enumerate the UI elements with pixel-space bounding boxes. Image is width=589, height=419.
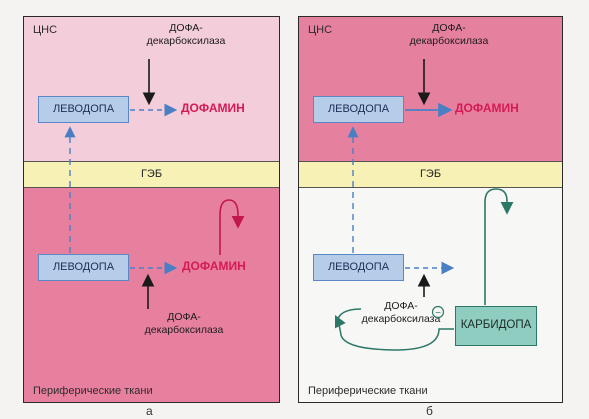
bbb-label: ГЭБ [140,168,163,180]
levodopa-box-top: ЛЕВОДОПА [38,96,129,123]
dopa-decarboxylase-label-bottom: ДОФА- декарбоксилаза [129,311,239,337]
blood-brain-barrier: ГЭБ [24,161,279,188]
enzyme-text: ДОФА- декарбоксилаза [144,311,224,336]
carbidopa-no-bbb-arrow [484,188,514,305]
panel-b: ГЭБ ЦНС ДОФА- декарбоксилаза ЛЕВОДОПА ДО… [298,16,563,403]
carbidopa-inhibition-arrow [334,314,454,351]
panel-letter-b: б [426,404,433,418]
dopamine-blocked-arrow [219,199,245,255]
cns-label: ЦНС [308,24,333,36]
peripheral-label: Периферические ткани [308,385,428,397]
levodopa-box-top: ЛЕВОДОПА [313,96,404,123]
peripheral-zone [299,188,562,402]
bbb-label: ГЭБ [419,168,442,180]
dopamine-label-top: ДОФАМИН [455,101,519,115]
blood-brain-barrier: ГЭБ [299,161,562,188]
inhibition-loop [336,308,362,323]
inhibition-sign-circle [431,305,445,319]
dopa-decarboxylase-label-top: ДОФА- декарбоксилаза [131,22,241,48]
panel-b-arrows: − [334,59,514,351]
enzyme-text: ДОФА- декарбоксилаза [146,22,226,47]
cns-zone [299,17,562,161]
cns-label: ЦНС [33,24,58,36]
dopa-decarboxylase-label-bottom: ДОФА- декарбоксилаза [361,300,441,326]
levodopa-box-bottom: ЛЕВОДОПА [38,254,129,281]
dopa-decarboxylase-label-top: ДОФА- декарбоксилаза [394,22,504,48]
dopamine-label-top: ДОФАМИН [181,101,245,115]
enzyme-text: ДОФА- декарбоксилаза [361,300,441,325]
peripheral-label: Периферические ткани [33,385,153,397]
levodopa-box-bottom: ЛЕВОДОПА [313,254,404,281]
panel-a: ГЭБ ЦНС ДОФА- декарбоксилаза ЛЕВОДОПА ДО… [23,16,280,403]
enzyme-text: ДОФА- декарбоксилаза [409,22,489,47]
inhibition-sign: − [435,308,441,319]
panel-a-arrows [64,59,245,309]
dopamine-label-bottom: ДОФАМИН [182,259,246,273]
panel-letter-a: а [146,404,153,418]
carbidopa-box: КАРБИДОПА [455,306,537,346]
